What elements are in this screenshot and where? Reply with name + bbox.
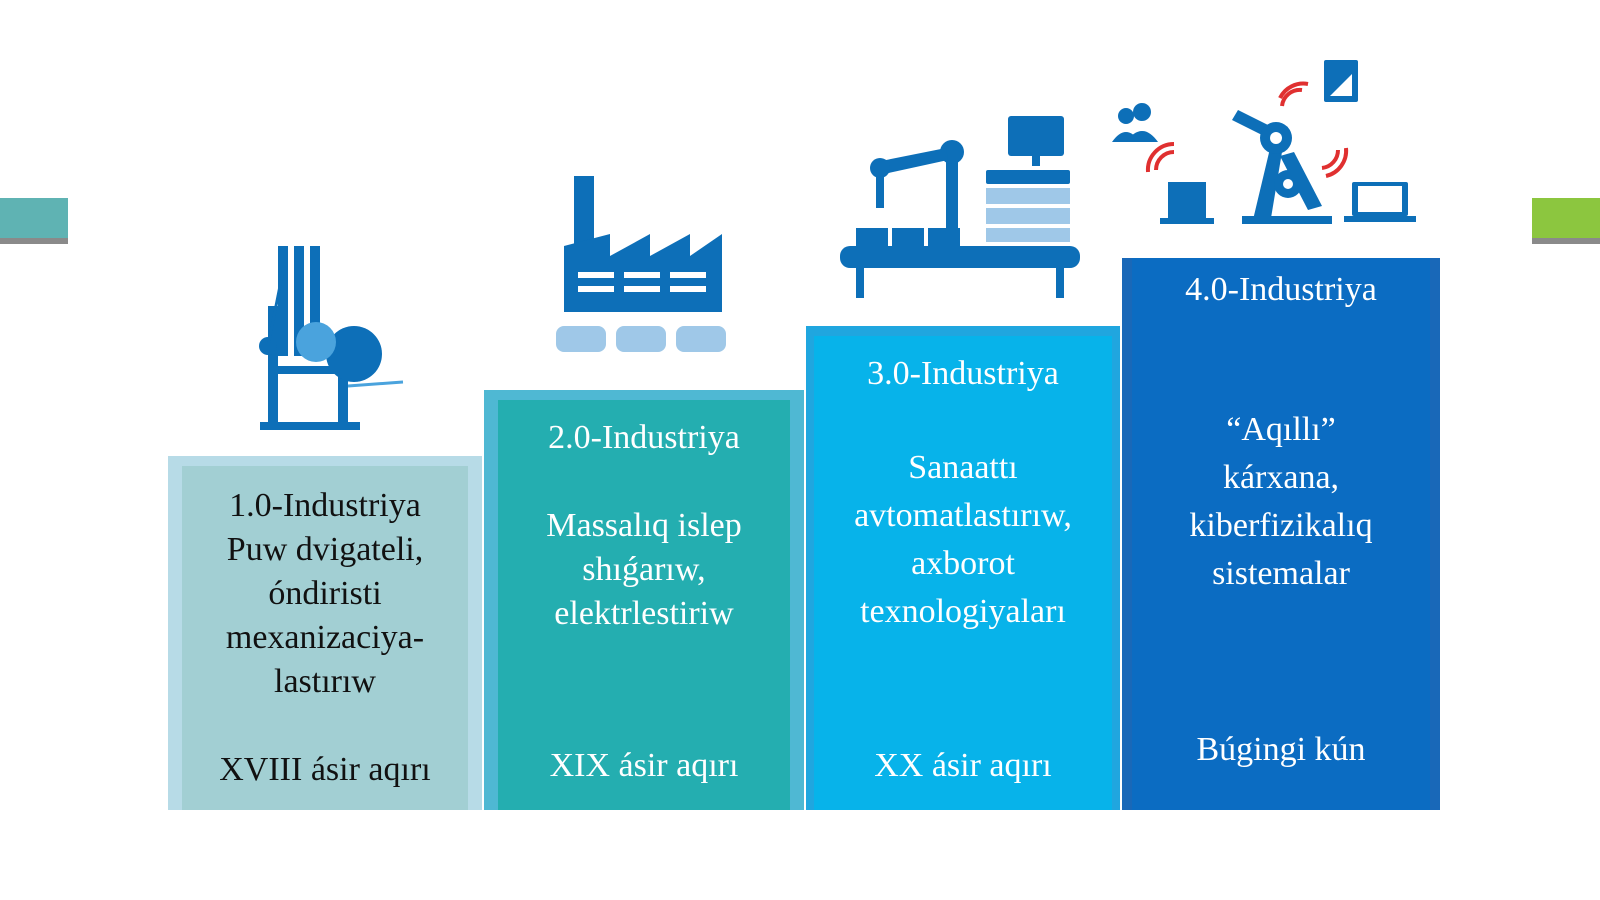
step-1-desc-line-4: lastırıw <box>274 663 376 700</box>
step-4-desc-line-3: kiberfizikalıq <box>1189 507 1373 544</box>
step-4-desc-line-4: sistemalar <box>1212 555 1350 592</box>
step-3-title: 3.0-Industriya <box>867 355 1059 392</box>
step-2-panel: 2.0-Industriya Massalıq islep shıǵarıw, … <box>498 400 790 810</box>
step-3-desc-line-4: texnologiyaları <box>860 593 1066 630</box>
step-2-desc-line-2: shıǵarıw, <box>582 551 706 588</box>
step-1-desc-line-3: mexanizaciya- <box>225 619 425 656</box>
step-3-panel: 3.0-Industriya Sanaattı avtomatlastırıw,… <box>814 336 1112 810</box>
smart-factory-icon <box>1112 60 1416 224</box>
step-3-desc-line-2: avtomatlastırıw, <box>854 497 1072 534</box>
step-industry-2: 2.0-Industriya Massalıq islep shıǵarıw, … <box>484 390 804 810</box>
step-3-desc-line-3: axborot <box>911 545 1015 582</box>
step-2-title: 2.0-Industriya <box>548 419 740 456</box>
step-4-title: 4.0-Industriya <box>1185 271 1377 308</box>
right-accent-bar <box>1532 198 1600 238</box>
step-1-panel: 1.0-Industriya Puw dvigateli, óndiristi … <box>182 466 468 810</box>
step-4-panel: 4.0-Industriya “Aqıllı” kárxana, kiberfi… <box>1132 258 1430 810</box>
step-1-era: XVIII ásir aqırı <box>219 751 431 788</box>
step-4-desc-line-2: kárxana, <box>1222 459 1340 496</box>
step-2-desc-line-3: elektrlestiriw <box>554 595 734 632</box>
step-4-desc-line-1: “Aqıllı” <box>1226 411 1336 448</box>
step-industry-3: 3.0-Industriya Sanaattı avtomatlastırıw,… <box>806 326 1120 810</box>
left-accent-bar <box>0 198 68 238</box>
step-1-desc-line-1: Puw dvigateli, <box>226 531 424 568</box>
steam-engine-icon <box>259 246 404 430</box>
step-3-desc-line-1: Sanaattı <box>908 449 1018 486</box>
step-2-era: XIX ásir aqırı <box>549 747 739 784</box>
factory-icon <box>556 176 726 352</box>
assembly-line-robot-icon <box>840 116 1080 298</box>
step-industry-4: 4.0-Industriya “Aqıllı” kárxana, kiberfi… <box>1122 258 1440 810</box>
step-1-title: 1.0-Industriya <box>229 487 421 524</box>
step-4-era: Búgingi kún <box>1196 731 1366 768</box>
step-2-desc-line-1: Massalıq islep <box>546 507 742 544</box>
step-industry-1: 1.0-Industriya Puw dvigateli, óndiristi … <box>168 456 482 810</box>
step-1-desc-line-2: óndiristi <box>268 575 382 612</box>
step-3-era: XX ásir aqırı <box>874 747 1052 784</box>
